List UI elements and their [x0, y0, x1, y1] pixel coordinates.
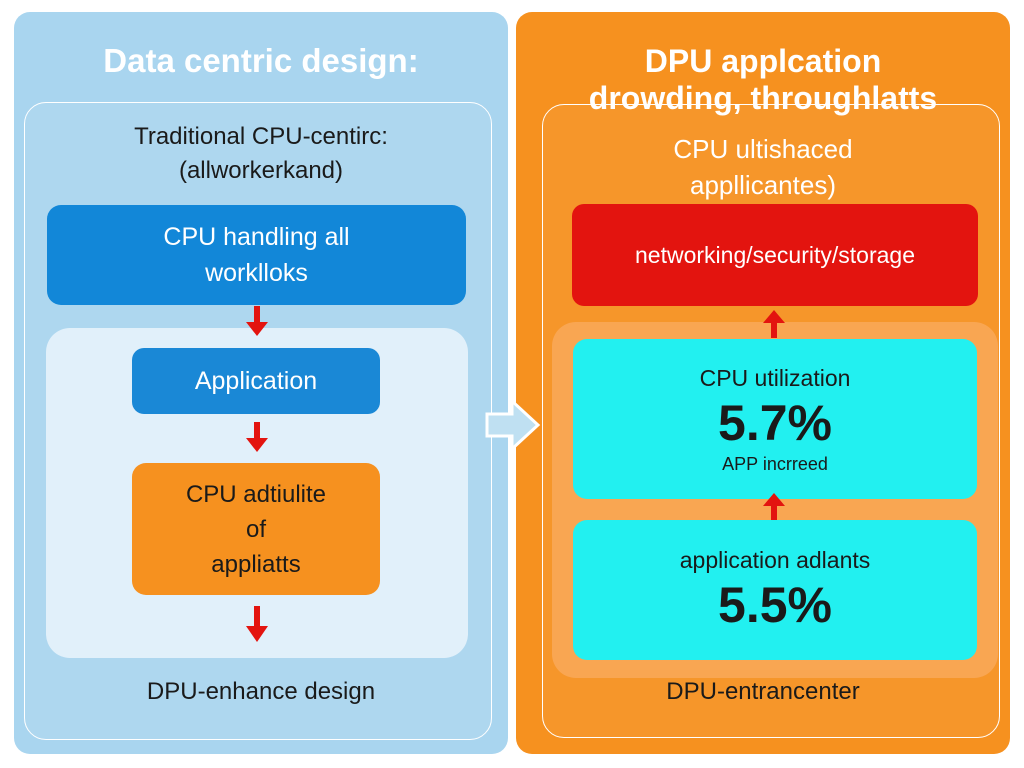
- application-adlants-value: 5.5%: [718, 577, 832, 633]
- left-subtitle: Traditional CPU-centirc: (allworkerkand): [14, 120, 508, 188]
- cpu-utilization-left-box: CPU adtiulite of appliatts: [132, 463, 380, 595]
- cpu-util-left-line3: appliatts: [211, 550, 301, 578]
- left-footer: DPU-enhance design: [146, 678, 376, 705]
- application-adlants-box: application adlants 5.5%: [573, 520, 977, 660]
- cpu-handling-line2: worklloks: [205, 259, 308, 287]
- left-subtitle-line2: (allworkerkand): [178, 157, 344, 184]
- left-subtitle-line1: Traditional CPU-centirc:: [134, 123, 388, 150]
- right-panel-title: DPU applcation drowding, throughlatts: [516, 43, 1010, 117]
- transition-arrow-icon: [485, 397, 541, 453]
- down-arrow-3: [246, 606, 268, 642]
- application-box: Application: [132, 348, 380, 414]
- app-increased-note: APP incrreed: [722, 454, 828, 474]
- networking-label: networking/security/storage: [635, 241, 915, 268]
- cpu-util-left-line1: CPU adtiulite: [185, 480, 327, 508]
- cpu-handling-box: CPU handling all worklloks: [47, 205, 466, 305]
- cpu-utilization-value: 5.7%: [718, 395, 832, 451]
- right-panel: DPU applcation drowding, throughlatts CP…: [516, 12, 1010, 754]
- up-arrow-2: [763, 493, 785, 520]
- left-panel: Data centric design: Traditional CPU-cen…: [14, 12, 508, 754]
- cpu-utilization-box: CPU utilization 5.7% APP incrreed: [573, 339, 977, 499]
- right-subtitle-line2: appllicantes): [690, 170, 836, 200]
- cpu-util-left-line2: of: [245, 515, 266, 543]
- up-arrow-1: [763, 310, 785, 338]
- right-subtitle-line1: CPU ultishaced: [673, 134, 853, 164]
- right-title-line1: DPU applcation: [644, 43, 882, 79]
- application-adlants-label: application adlants: [679, 547, 871, 573]
- left-panel-title: Data centric design:: [103, 42, 419, 79]
- cpu-handling-line1: CPU handling all: [163, 223, 350, 251]
- down-arrow-2: [246, 422, 268, 452]
- networking-security-storage-box: networking/security/storage: [572, 204, 978, 306]
- cpu-utilization-label: CPU utilization: [699, 365, 851, 391]
- down-arrow-1: [246, 306, 268, 336]
- right-footer: DPU-entrancenter: [666, 678, 860, 705]
- right-subtitle: CPU ultishaced appllicantes): [516, 131, 1010, 203]
- application-label: Application: [194, 366, 318, 395]
- right-title-line2: drowding, throughlatts: [588, 80, 938, 116]
